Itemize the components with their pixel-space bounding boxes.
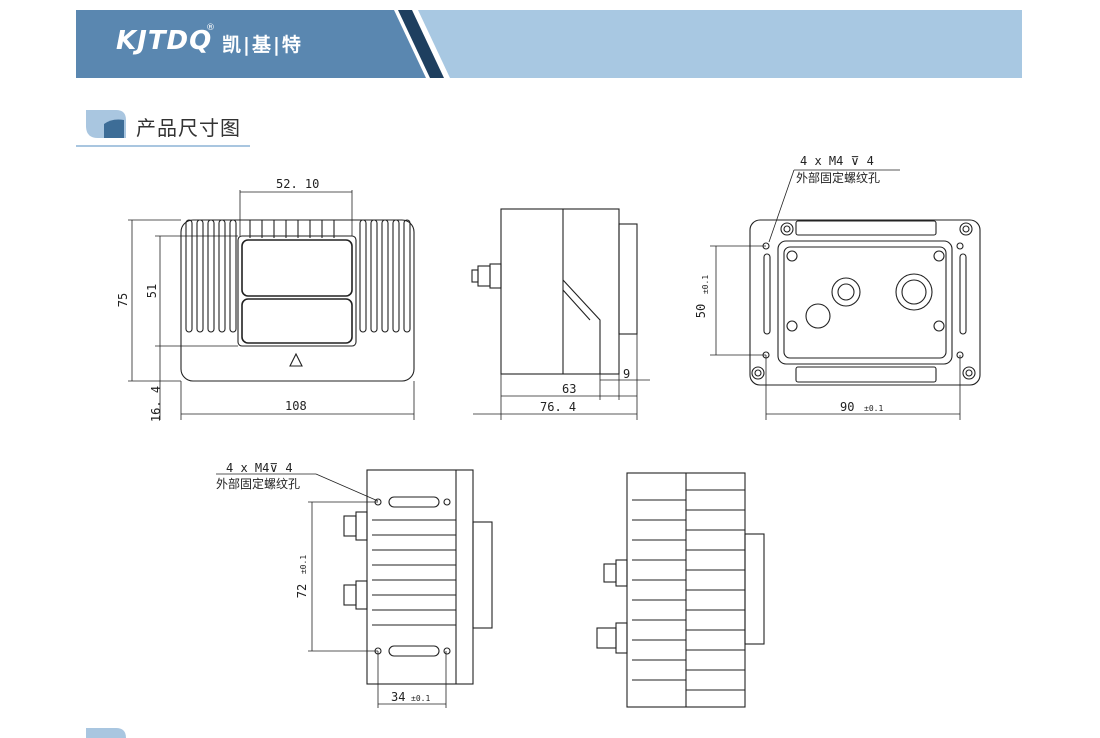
- top-view: [596, 472, 765, 708]
- back-thread-note: 4 x M4 ⊽ 4: [800, 154, 874, 168]
- dim-front-top: 52. 10: [276, 177, 320, 191]
- dim-side-body: 63: [562, 382, 577, 396]
- dim-back-vertical-tol: ±0.1: [701, 274, 711, 295]
- brand-logo: KJTDQ: [116, 26, 213, 56]
- dim-front-width: 108: [285, 399, 307, 413]
- top-view-fins: [632, 489, 745, 691]
- connector-port-multi-pin: [901, 279, 927, 305]
- dim-back-horizontal-tol: ±0.1: [864, 404, 884, 413]
- front-fins: [185, 219, 411, 333]
- next-section-icon: [86, 728, 126, 738]
- back-top-fins: [795, 220, 937, 236]
- dim-bottom-horizontal-tol: ±0.1: [411, 694, 431, 703]
- back-thread-desc: 外部固定螺纹孔: [796, 171, 881, 185]
- bottom-thread-desc: 外部固定螺纹孔: [216, 477, 301, 491]
- front-view: [128, 190, 415, 420]
- dim-bottom-vertical: 72: [295, 583, 310, 599]
- banner-background: [76, 10, 1022, 78]
- brand-name-cn: 凯|基|特: [222, 34, 303, 56]
- dim-front-window: 51: [145, 283, 160, 299]
- dim-side-flange: 9: [623, 367, 631, 381]
- dim-bottom-horizontal: 34: [391, 690, 406, 704]
- back-view: [710, 169, 981, 420]
- bottom-view: [216, 469, 493, 708]
- dim-front-height-total: 75: [116, 292, 131, 308]
- side-view: [471, 208, 650, 420]
- section-title: 产品尺寸图: [136, 116, 241, 140]
- dim-side-total: 76. 4: [540, 400, 577, 414]
- warning-triangle-icon: [289, 352, 303, 367]
- section-underline: [76, 145, 250, 147]
- registered-mark: ®: [206, 23, 215, 33]
- bottom-fins: [372, 519, 456, 626]
- bottom-thread-note: 4 x M4⊽ 4: [226, 461, 293, 475]
- dim-bottom-vertical-tol: ±0.1: [299, 554, 309, 575]
- dim-front-offset: 16. 4: [149, 385, 164, 423]
- back-bottom-fins: [795, 366, 937, 383]
- dim-back-horizontal: 90: [840, 400, 855, 414]
- dim-back-vertical: 50: [694, 303, 709, 319]
- header-banner: KJTDQ ® 凯|基|特: [76, 10, 1022, 78]
- connector-port: [831, 277, 861, 307]
